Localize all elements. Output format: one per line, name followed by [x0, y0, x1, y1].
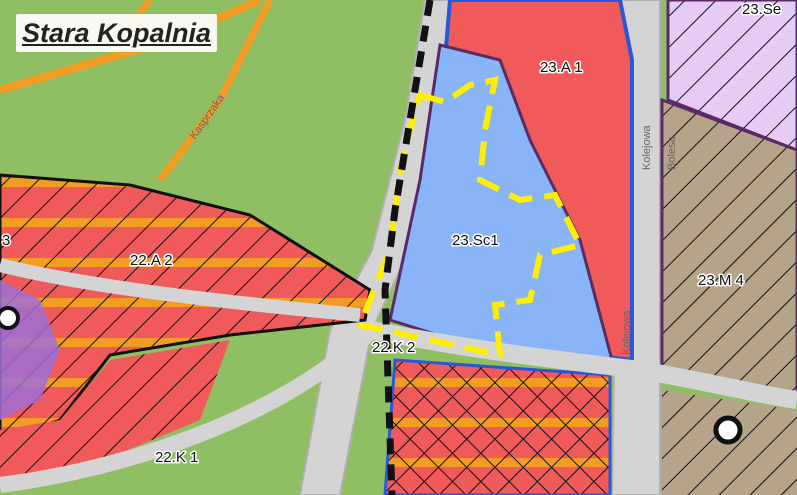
map-title: Stara Kopalnia [16, 14, 218, 52]
point-symbol-right [713, 415, 743, 445]
zone-label-23m4: 23.M 4 [698, 272, 744, 289]
zone-label-23sc1: 23.Sc1 [452, 232, 499, 249]
zone-22k1-hatch [0, 340, 230, 480]
zone-label-22a2: 22.A 2 [130, 252, 173, 269]
zone-bottom-center-cross [383, 358, 612, 495]
point-symbol-left [0, 306, 20, 330]
zone-label-22k2: 22.K 2 [372, 339, 415, 356]
zone-label-23a1: 23.A 1 [540, 59, 583, 76]
street-label-kolejowa-2: Kolejowa [621, 309, 633, 355]
admin-boundary [381, 0, 434, 495]
orange-line-2 [157, 0, 274, 183]
road-22k2 [0, 258, 361, 322]
street-label-bolesa: Bolesa [666, 135, 678, 170]
zone-label-left-partial: 3 [2, 232, 10, 249]
zone-23se-hatch [666, 0, 797, 152]
zone-23m4-hatch [660, 97, 797, 402]
street-label-kolejowa-1: Kolejowa [641, 124, 653, 170]
zone-label-23se-partial: 23.Se [742, 1, 781, 18]
zone-label-22k1: 22.K 1 [155, 449, 198, 466]
road-22k1 [0, 324, 378, 493]
